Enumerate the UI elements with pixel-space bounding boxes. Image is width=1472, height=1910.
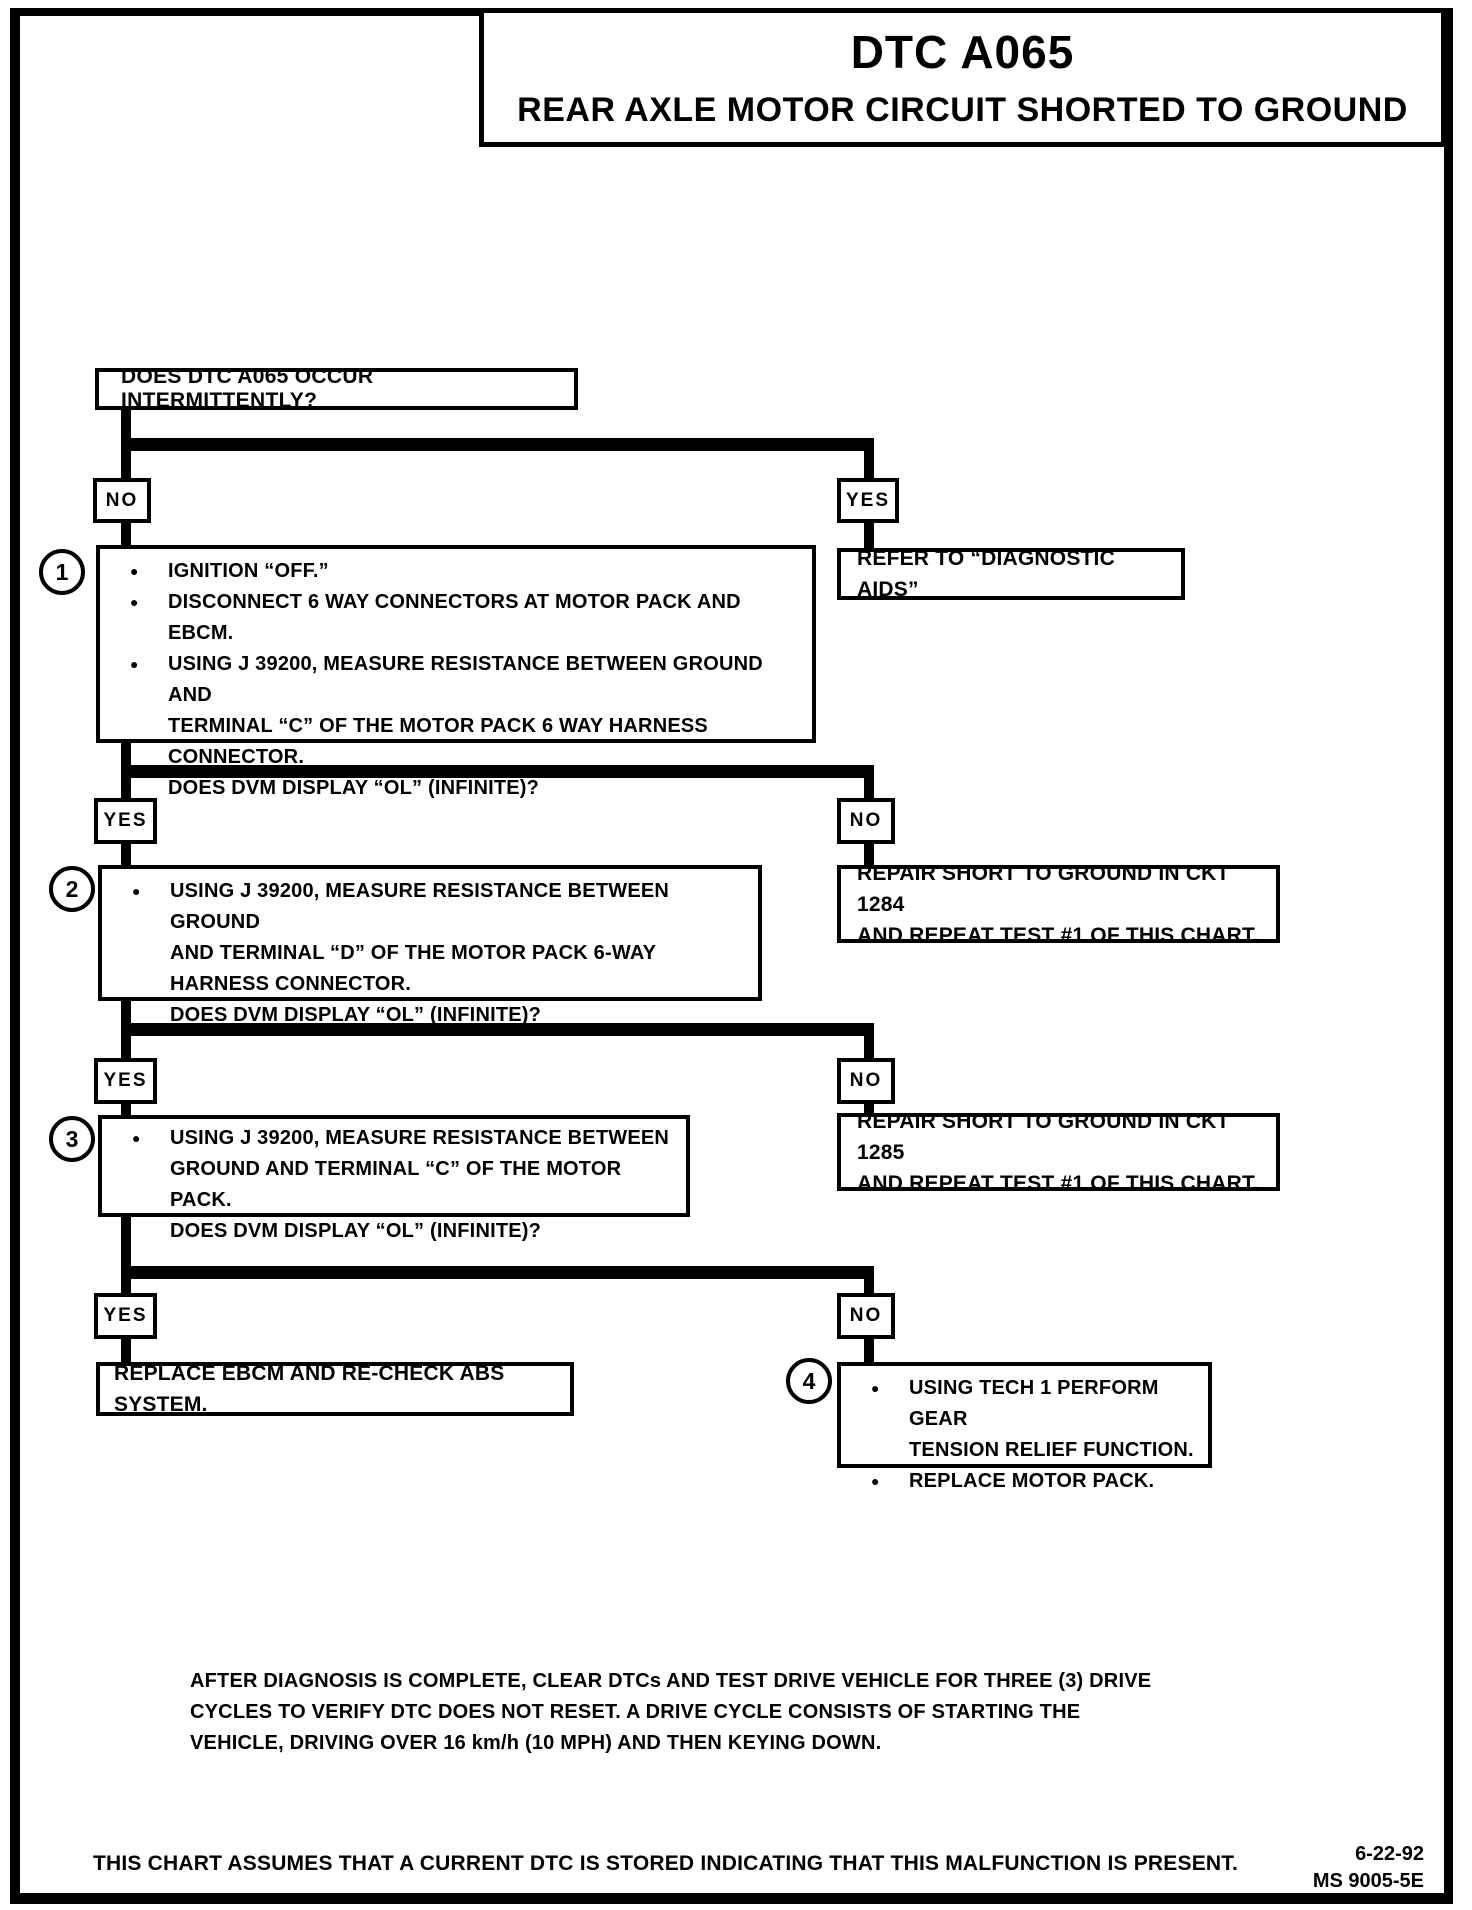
branch-no-3: NO xyxy=(837,1058,895,1104)
branch-no-1: NO xyxy=(93,478,151,523)
footer-ref: MS 9005-5E xyxy=(1312,1870,1424,1892)
connector-line xyxy=(121,1266,874,1279)
step-1-question: DOES DVM DISPLAY “OL” (INFINITE)? xyxy=(168,777,540,799)
connector-line xyxy=(864,765,874,798)
page-subtitle: REAR AXLE MOTOR CIRCUIT SHORTED TO GROUN… xyxy=(517,91,1408,129)
footer-date: 6-22-92 xyxy=(1355,1843,1424,1865)
connector-line xyxy=(864,523,874,550)
connector-line xyxy=(864,844,874,867)
connector-line xyxy=(864,1339,874,1364)
step-2-box: ● USING J 39200, MEASURE RESISTANCE BETW… xyxy=(98,865,762,1026)
step-2-question: DOES DVM DISPLAY “OL” (INFINITE)? xyxy=(170,1004,542,1026)
step-3-box: ● USING J 39200, MEASURE RESISTANCE BETW… xyxy=(98,1115,690,1242)
branch-yes-3: YES xyxy=(94,1058,157,1104)
bullet-icon: ● xyxy=(132,883,141,899)
step-2-bullet-1: USING J 39200, MEASURE RESISTANCE BETWEE… xyxy=(170,880,670,995)
connector-line xyxy=(121,1217,131,1293)
bullet-icon: ● xyxy=(130,563,139,579)
connector-line xyxy=(864,1023,874,1058)
step-4-bullet-1: USING TECH 1 PERFORM GEAR TENSION RELIEF… xyxy=(909,1377,1194,1461)
repair-ckt-1284-box: REPAIR SHORT TO GROUND IN CKT 1284 AND R… xyxy=(837,862,1280,947)
bullet-icon: ● xyxy=(130,656,139,672)
branch-no-4: NO xyxy=(837,1293,895,1339)
step-number-3: 3 xyxy=(49,1116,95,1162)
connector-line xyxy=(121,1339,131,1364)
connector-line xyxy=(121,1023,874,1036)
refer-diagnostic-aids-box: REFER TO “DIAGNOSTIC AIDS” xyxy=(837,547,1185,601)
step-1-box: ● IGNITION “OFF.” ● DISCONNECT 6 WAY CON… xyxy=(96,545,816,799)
footer-date-block: 6-22-92 MS 9005-5E xyxy=(1264,1841,1424,1895)
bullet-icon: ● xyxy=(130,594,139,610)
replace-ebcm-box: REPLACE EBCM AND RE-CHECK ABS SYSTEM. xyxy=(96,1362,574,1416)
connector-line xyxy=(121,523,131,547)
connector-line xyxy=(864,1266,874,1293)
page-border-left xyxy=(10,8,20,1904)
connector-line xyxy=(121,438,874,451)
step-3-question: DOES DVM DISPLAY “OL” (INFINITE)? xyxy=(170,1220,542,1242)
connector-line xyxy=(864,1104,874,1115)
step-4-bullet-2: REPLACE MOTOR PACK. xyxy=(909,1470,1155,1492)
step-number-2: 2 xyxy=(49,866,95,912)
connector-line xyxy=(864,438,874,478)
step-4-box: ● USING TECH 1 PERFORM GEAR TENSION RELI… xyxy=(837,1362,1212,1492)
step-1-bullet-2: DISCONNECT 6 WAY CONNECTORS AT MOTOR PAC… xyxy=(168,591,741,644)
after-diagnosis-note: AFTER DIAGNOSIS IS COMPLETE, CLEAR DTCs … xyxy=(190,1670,1152,1754)
page-title: DTC A065 xyxy=(850,26,1075,78)
repair-ckt-1285-box: REPAIR SHORT TO GROUND IN CKT 1285 AND R… xyxy=(837,1110,1280,1195)
bullet-icon: ● xyxy=(871,1380,880,1396)
assumption-note: THIS CHART ASSUMES THAT A CURRENT DTC IS… xyxy=(93,1852,1239,1875)
branch-yes-4: YES xyxy=(94,1293,157,1339)
step-number-1: 1 xyxy=(39,549,85,595)
branch-no-2: NO xyxy=(837,798,895,844)
connector-line xyxy=(121,844,131,867)
page-border-right xyxy=(1444,8,1453,1904)
connector-line xyxy=(121,1104,131,1117)
title-box: DTC A065 REAR AXLE MOTOR CIRCUIT SHORTED… xyxy=(479,8,1446,147)
step-1-bullet-3: USING J 39200, MEASURE RESISTANCE BETWEE… xyxy=(168,653,763,768)
branch-yes-2: YES xyxy=(94,798,157,844)
bullet-icon: ● xyxy=(132,1130,141,1146)
step-3-bullet-1: USING J 39200, MEASURE RESISTANCE BETWEE… xyxy=(170,1127,670,1211)
page-bottom-bar xyxy=(10,1893,1453,1904)
connector-line xyxy=(121,765,874,778)
question-box: DOES DTC A065 OCCUR INTERMITTENTLY? xyxy=(95,365,578,412)
bullet-icon: ● xyxy=(871,1473,880,1489)
step-1-bullet-1: IGNITION “OFF.” xyxy=(168,560,329,582)
branch-yes-1: YES xyxy=(837,478,899,523)
step-number-4: 4 xyxy=(786,1358,832,1404)
